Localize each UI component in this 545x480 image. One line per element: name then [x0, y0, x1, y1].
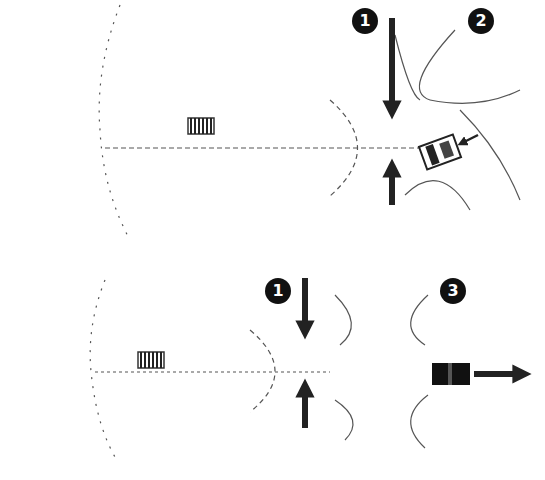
motion-arrow [462, 135, 478, 143]
probe-band [448, 363, 452, 385]
top-panel [99, 5, 520, 240]
field-line [405, 181, 470, 210]
probe [432, 363, 470, 385]
callout-number: 2 [468, 8, 494, 34]
force-arrow [302, 278, 308, 330]
outer-field-arc [90, 280, 118, 462]
field-line [335, 400, 353, 440]
axis-line [95, 371, 330, 372]
field-line [419, 30, 455, 100]
callout-number: 3 [440, 278, 466, 304]
coil [188, 118, 214, 134]
outer-field-arc [99, 5, 130, 240]
bottom-panel [90, 280, 428, 462]
axis-line [105, 147, 420, 148]
field-line [395, 35, 420, 100]
field-line [335, 295, 351, 345]
field-line [411, 295, 428, 345]
field-line [460, 110, 520, 200]
field-line [411, 395, 428, 448]
probe [419, 135, 461, 170]
callout-number: 1 [352, 8, 378, 34]
field-line [430, 90, 520, 103]
coil [138, 352, 164, 368]
force-arrow [389, 18, 395, 110]
force-arrow [302, 388, 308, 428]
field-line [250, 330, 275, 412]
motion-arrow [474, 371, 522, 377]
force-arrow [389, 168, 395, 205]
callout-number: 1 [265, 278, 291, 304]
field-line [330, 100, 358, 196]
